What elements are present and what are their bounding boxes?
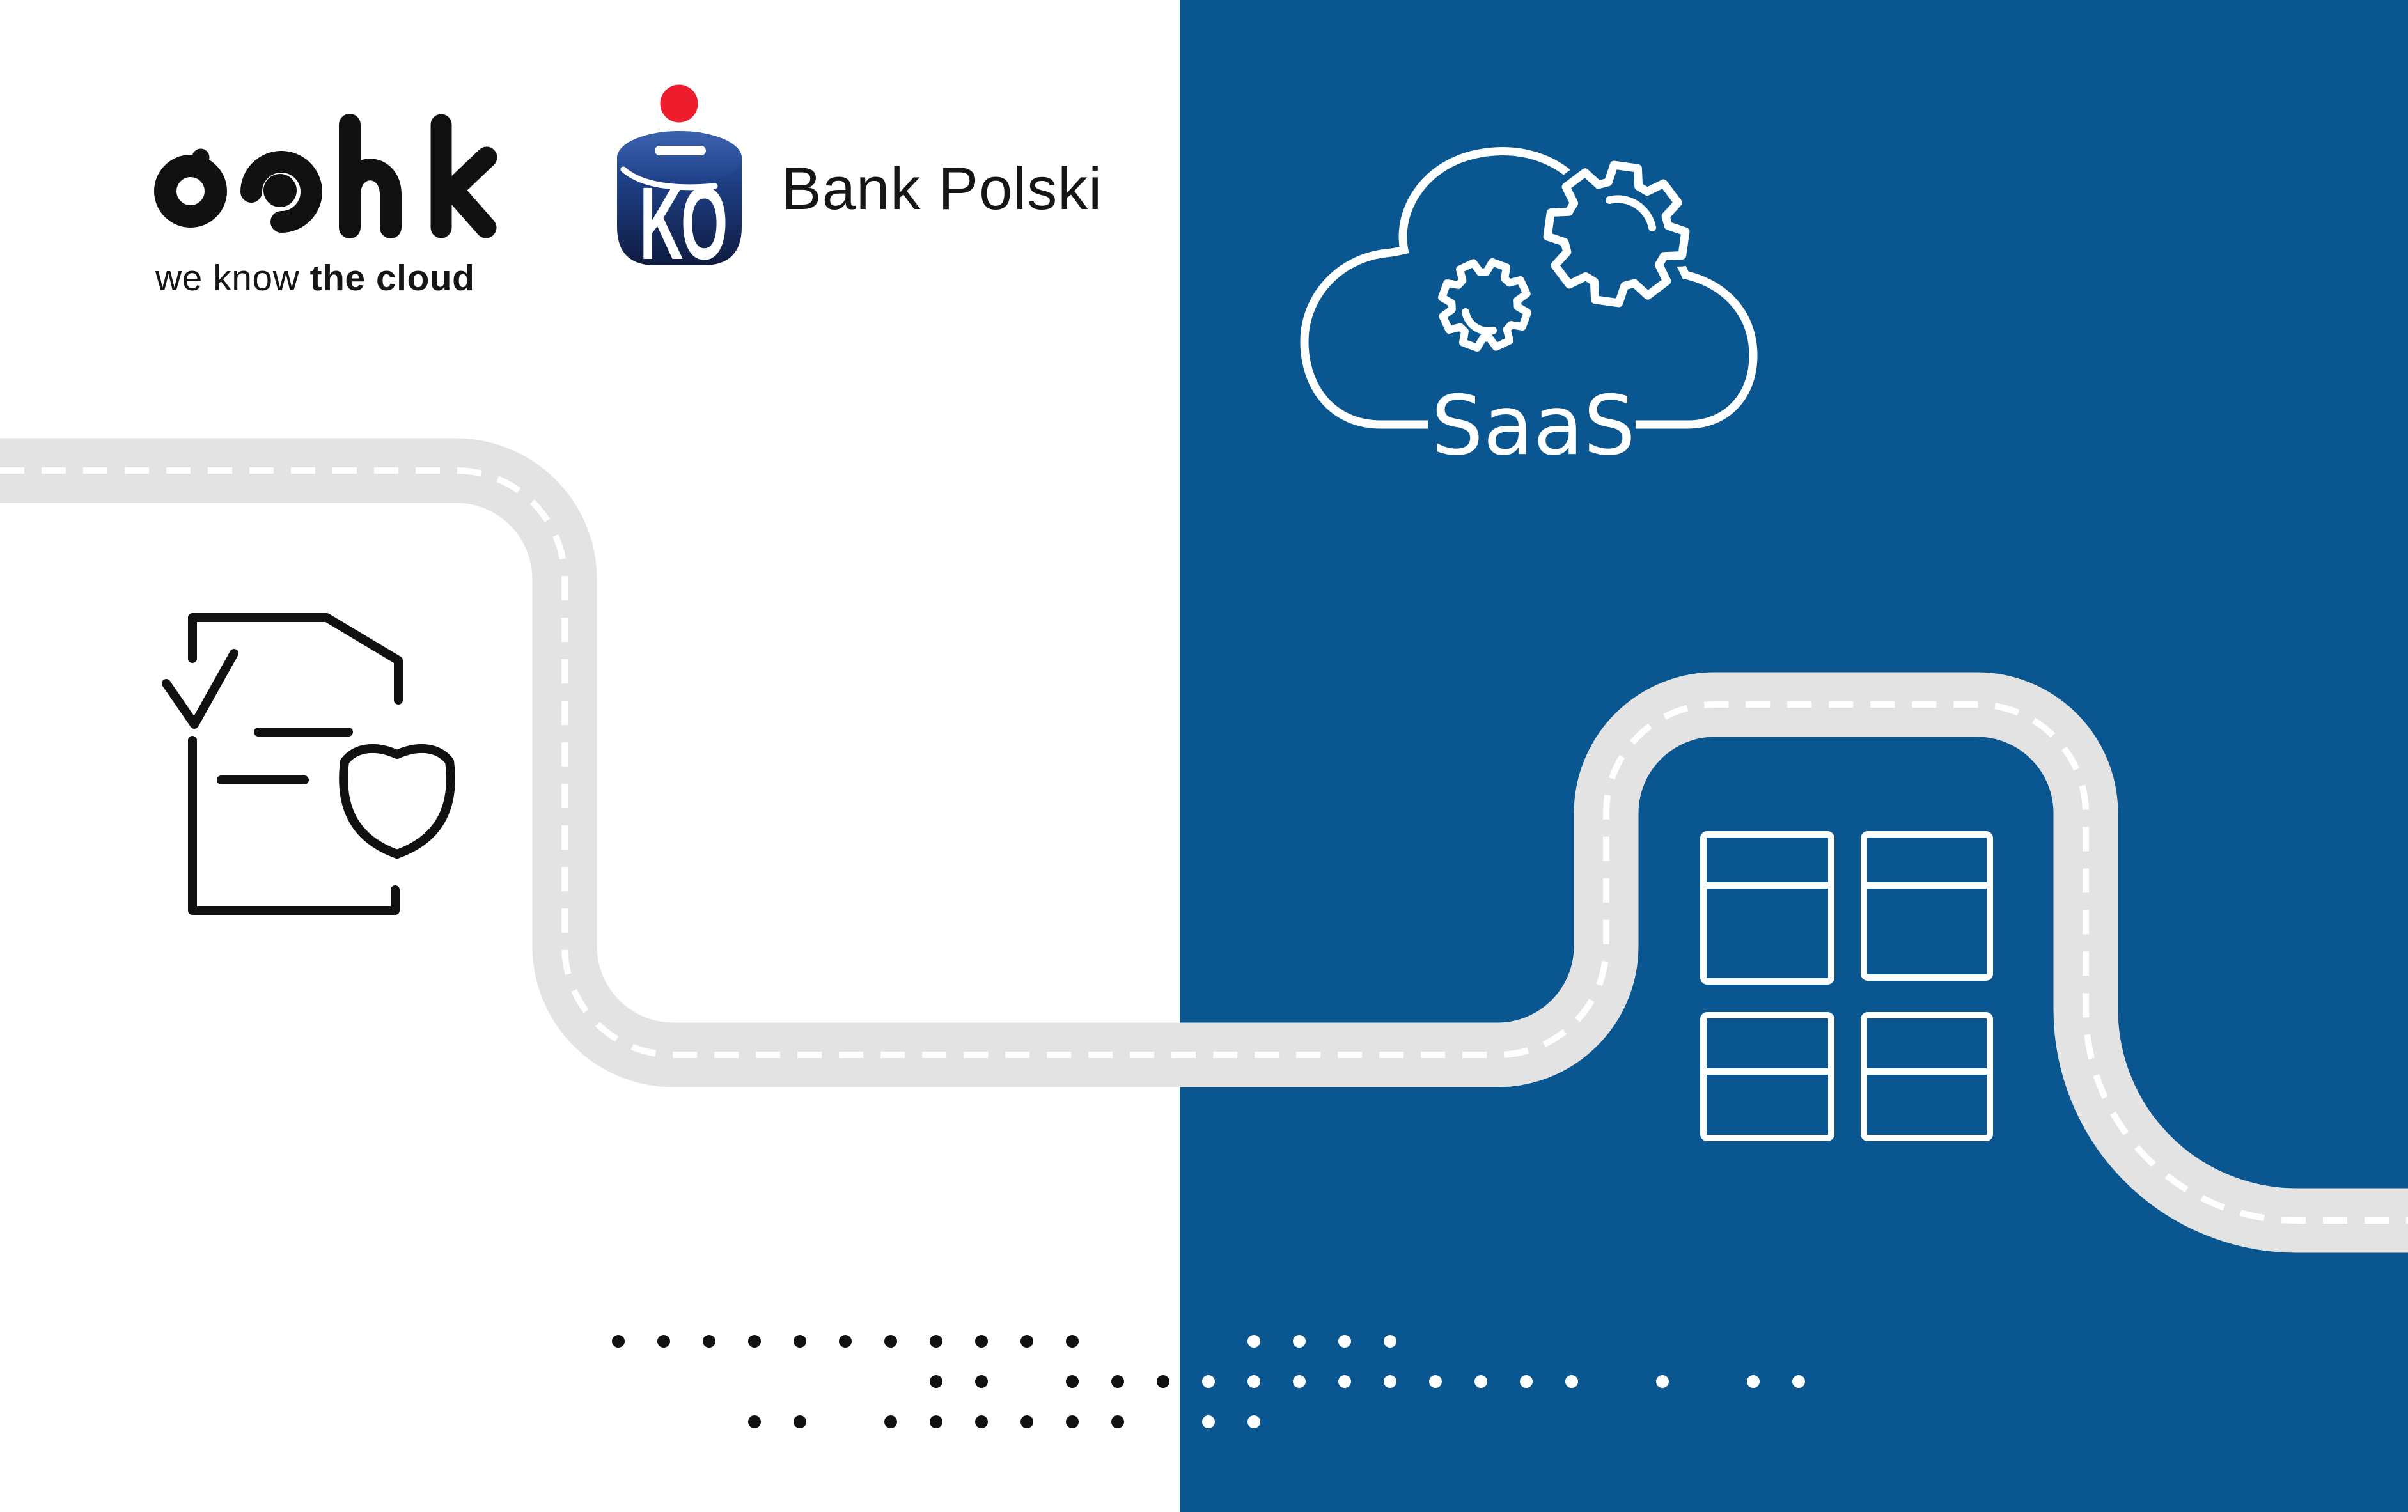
gear-large-inner-arc	[1606, 195, 1656, 231]
dot	[1792, 1375, 1805, 1388]
document-check-shield-icon	[162, 613, 455, 915]
dot	[884, 1335, 897, 1348]
dot	[748, 1335, 761, 1348]
windows-grid-icon	[1700, 831, 1993, 1141]
dot	[1747, 1375, 1760, 1388]
ochk-letter-h	[339, 114, 402, 238]
cloud-outline	[1300, 146, 1758, 429]
road-icon	[0, 438, 2408, 1253]
dot	[884, 1415, 897, 1428]
dot	[1656, 1375, 1669, 1388]
road-centerline	[0, 467, 2408, 1224]
pko-monogram: KO	[639, 166, 726, 281]
dot	[839, 1335, 852, 1348]
dot	[1247, 1415, 1260, 1428]
pko-bank-polski-label: Bank Polski	[781, 155, 1102, 222]
ochk-tagline: we know the cloud	[155, 258, 474, 299]
dot	[930, 1415, 942, 1428]
pko-logo: KO Bank Polski	[617, 84, 1102, 281]
window-pane	[1700, 831, 1834, 985]
saas-cloud-with-gears-icon: SaaS	[1300, 146, 1758, 474]
ochk-eye-dot	[192, 148, 210, 166]
dot	[1429, 1375, 1442, 1388]
dot	[794, 1335, 806, 1348]
dot	[1384, 1375, 1396, 1388]
ochk-letter-o	[154, 155, 227, 228]
dot	[1474, 1375, 1487, 1388]
window-pane	[1861, 1012, 1993, 1141]
dot	[1202, 1415, 1215, 1428]
window-pane	[1700, 1012, 1834, 1141]
dot	[657, 1335, 670, 1348]
window-pane	[1861, 831, 1993, 981]
pko-coin-slot	[655, 146, 706, 155]
dot-grid	[612, 1335, 1805, 1428]
document-outline	[188, 613, 403, 915]
dot	[1293, 1375, 1306, 1388]
pko-coin-icon	[660, 84, 698, 123]
pko-piggybank-rim	[617, 131, 742, 185]
dot	[794, 1415, 806, 1428]
dot	[1247, 1335, 1260, 1348]
dot	[1293, 1335, 1306, 1348]
dot	[930, 1375, 942, 1388]
dot	[1157, 1375, 1169, 1388]
checkmark-icon	[162, 649, 238, 729]
dot	[1338, 1335, 1351, 1348]
gear-small-inner-arc	[1462, 308, 1497, 335]
dot	[975, 1335, 988, 1348]
ochk-letter-k	[430, 114, 497, 238]
dot	[1202, 1375, 1215, 1388]
dot	[1020, 1415, 1033, 1428]
dot	[975, 1415, 988, 1428]
dot	[1066, 1335, 1079, 1348]
dot	[1338, 1375, 1351, 1388]
dot	[1520, 1375, 1533, 1388]
dot	[1384, 1335, 1396, 1348]
shield-icon	[339, 744, 455, 859]
document-text-lines	[217, 728, 353, 784]
pko-rim-highlight	[620, 166, 718, 191]
dot	[1111, 1415, 1124, 1428]
dot	[1020, 1335, 1033, 1348]
dot	[1066, 1415, 1079, 1428]
dot	[1111, 1375, 1124, 1388]
dot	[1066, 1375, 1079, 1388]
dot	[748, 1415, 761, 1428]
ochk-eye-pupil	[263, 174, 297, 207]
gear-large-icon	[1540, 157, 1693, 311]
dot	[703, 1335, 715, 1348]
blue-panel	[1180, 0, 2408, 1512]
ochk-eye-ring	[240, 151, 322, 233]
dot	[612, 1335, 625, 1348]
dot	[1247, 1375, 1260, 1388]
gear-small-icon	[1430, 250, 1540, 360]
dot	[1565, 1375, 1578, 1388]
cloud-label-gap	[1428, 407, 1636, 444]
saas-label: SaaS	[1431, 378, 1635, 474]
dot	[975, 1375, 988, 1388]
dot	[930, 1335, 942, 1348]
ochk-logo: we know the cloud	[154, 114, 497, 299]
